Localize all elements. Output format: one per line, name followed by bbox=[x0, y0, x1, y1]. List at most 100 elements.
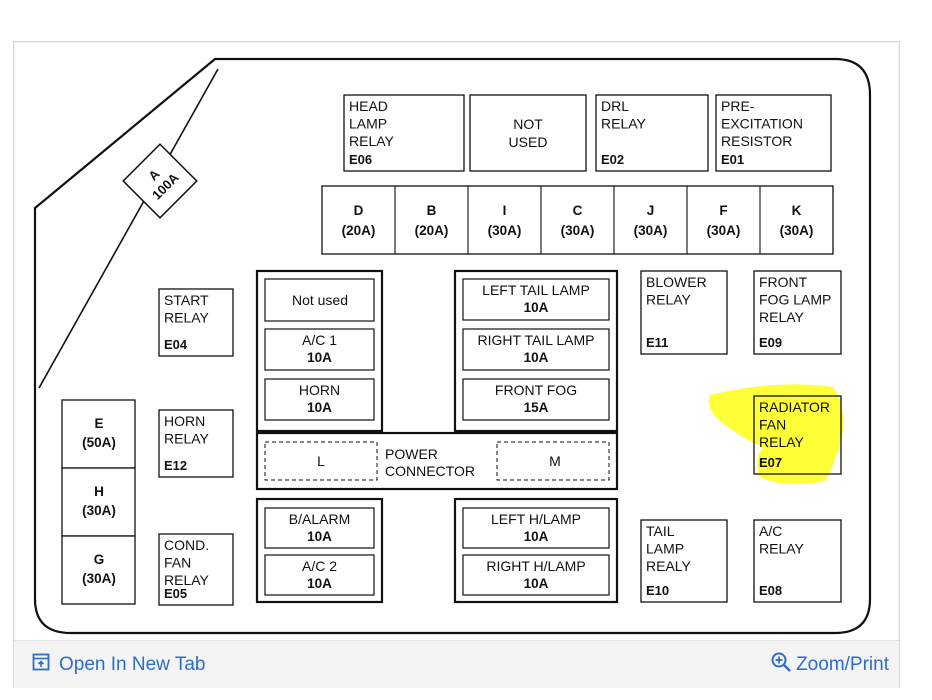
relay-e02-label-line: DRL bbox=[601, 98, 629, 114]
relay-not-used-label-line: NOT bbox=[513, 116, 543, 132]
mini-fuse-bc-0-rating: 10A bbox=[524, 529, 549, 544]
mini-fuse-1: HORN 10A bbox=[264, 378, 375, 421]
not-used-slot bbox=[264, 278, 375, 322]
relay-e12-label-line: HORN bbox=[164, 413, 205, 429]
mini-fuse-bl-1-label: A/C 2 bbox=[302, 558, 337, 574]
relay-e06-label-line: HEAD bbox=[349, 98, 388, 114]
image-toolbar: Open In New Tab Zoom/Print bbox=[14, 640, 899, 688]
fuse-rating: (20A) bbox=[342, 223, 376, 238]
fuse-letter: I bbox=[503, 203, 507, 218]
relay-e07-label-line: FAN bbox=[759, 417, 786, 433]
fuse-d: D (20A) bbox=[342, 203, 376, 238]
connector-label: CONNECTOR bbox=[385, 463, 475, 479]
fuse-c: C (30A) bbox=[540, 186, 595, 254]
mini-fuse-center-1-rating: 10A bbox=[524, 350, 549, 365]
left-mini-fuse-block: Not used A/C 1 10A HORN 10A bbox=[255, 269, 384, 433]
relay-e07-label-line: RADIATOR bbox=[759, 399, 830, 415]
relay-e06-label-line: LAMP bbox=[349, 116, 387, 132]
mini-fuse-bl-0: B/ALARM 10A bbox=[264, 507, 375, 549]
relay-e04: START RELAY E04 bbox=[158, 288, 234, 357]
relay-e02-label-line: RELAY bbox=[601, 116, 647, 132]
fuse-rating: (30A) bbox=[488, 223, 522, 238]
connector-m-label: M bbox=[549, 453, 561, 469]
magnifier-plus-icon bbox=[770, 651, 792, 679]
fuse-j: J (30A) bbox=[613, 186, 668, 254]
fuse-rating: (30A) bbox=[707, 223, 741, 238]
relay-e06-label-line: RELAY bbox=[349, 133, 395, 149]
fuse-letter: G bbox=[94, 552, 105, 567]
fuse-letter: H bbox=[94, 484, 104, 499]
fuse-letter: B bbox=[427, 203, 437, 218]
relay-not-used-label-line: USED bbox=[509, 134, 548, 150]
relay-e05-label-line: FAN bbox=[164, 555, 191, 571]
open-in-new-tab-icon bbox=[32, 653, 50, 677]
fuse-letter: J bbox=[647, 203, 655, 218]
bottom-left-mini-fuse-block: B/ALARM 10A A/C 2 10A bbox=[255, 497, 384, 604]
fuse-rating: (30A) bbox=[82, 503, 116, 518]
fuse-rating: (20A) bbox=[415, 223, 449, 238]
main-fuse-a: A 100A bbox=[122, 143, 198, 219]
relay-e09-label-line: FOG LAMP bbox=[759, 292, 831, 308]
left-relay-column: STARTRELAYE04HORNRELAYE12COND.FANRELAYE0… bbox=[158, 288, 234, 606]
fuse-rating: (30A) bbox=[780, 223, 814, 238]
fuse-letter: C bbox=[573, 203, 583, 218]
fuse-rating: (30A) bbox=[634, 223, 668, 238]
yellow-highlight-scribble bbox=[708, 384, 844, 485]
zoom-print-link[interactable]: Zoom/Print bbox=[770, 651, 889, 679]
mini-fuse-1-label: HORN bbox=[299, 382, 340, 398]
relay-e07-code: E07 bbox=[759, 455, 782, 470]
mini-fuse-bl-0-label: B/ALARM bbox=[289, 511, 350, 527]
fuse-letter: D bbox=[354, 203, 364, 218]
open-in-new-tab-link[interactable]: Open In New Tab bbox=[32, 653, 205, 677]
zoom-print-label: Zoom/Print bbox=[796, 654, 889, 675]
mini-fuse-center-0-rating: 10A bbox=[524, 300, 549, 315]
relay-e04-label-line: RELAY bbox=[164, 310, 210, 326]
not-used-label: Not used bbox=[292, 292, 348, 308]
power-connector: L POWER CONNECTOR M bbox=[255, 431, 619, 491]
mini-fuse-0: A/C 1 10A bbox=[264, 328, 375, 371]
relay-e11-code: E11 bbox=[646, 335, 668, 350]
fuse-f: F(30A) bbox=[686, 186, 741, 254]
relay-e11-label-line: RELAY bbox=[646, 292, 692, 308]
relay-e04-code: E04 bbox=[164, 337, 188, 352]
relay-e08-label-line: RELAY bbox=[759, 541, 805, 557]
relay-e07-label-line: RELAY bbox=[759, 434, 805, 450]
connector-l-slot bbox=[264, 441, 378, 481]
fuse-i: I (30A) bbox=[467, 186, 522, 254]
mini-fuse-center-2-rating: 15A bbox=[524, 400, 549, 415]
fuse-k: K(30A) bbox=[759, 186, 814, 254]
mini-fuse-center-2-label: FRONT FOG bbox=[495, 382, 577, 398]
diagonal-divider bbox=[38, 68, 219, 389]
mini-fuse-bl-0-rating: 10A bbox=[307, 529, 332, 544]
fuse-row: D(20A)B(20A)I(30A)C(30A)J(30A)F(30A)K(30… bbox=[321, 185, 834, 255]
relay-e05-label-line: RELAY bbox=[164, 572, 210, 588]
relay-e10-label-line: TAIL bbox=[646, 523, 675, 539]
mini-fuse-1-rating: 10A bbox=[307, 400, 332, 415]
relay-e09-code: E09 bbox=[759, 335, 782, 350]
mini-fuse-center-1-label: RIGHT TAIL LAMP bbox=[478, 332, 595, 348]
mini-fuse-bc-0-label: LEFT H/LAMP bbox=[491, 511, 581, 527]
connector-l-label: L bbox=[317, 453, 325, 469]
relay-e06-code: E06 bbox=[349, 152, 372, 167]
fuse-g: G(30A) bbox=[61, 535, 136, 605]
relay-e04-label-line: START bbox=[164, 292, 209, 308]
relay-e05-label-line: COND. bbox=[164, 537, 209, 553]
fuse-rating: (30A) bbox=[561, 223, 595, 238]
mini-fuse-0-label: A/C 1 bbox=[302, 332, 337, 348]
mini-fuse-0-rating: 10A bbox=[307, 350, 332, 365]
fuse-rating: (50A) bbox=[82, 435, 116, 450]
